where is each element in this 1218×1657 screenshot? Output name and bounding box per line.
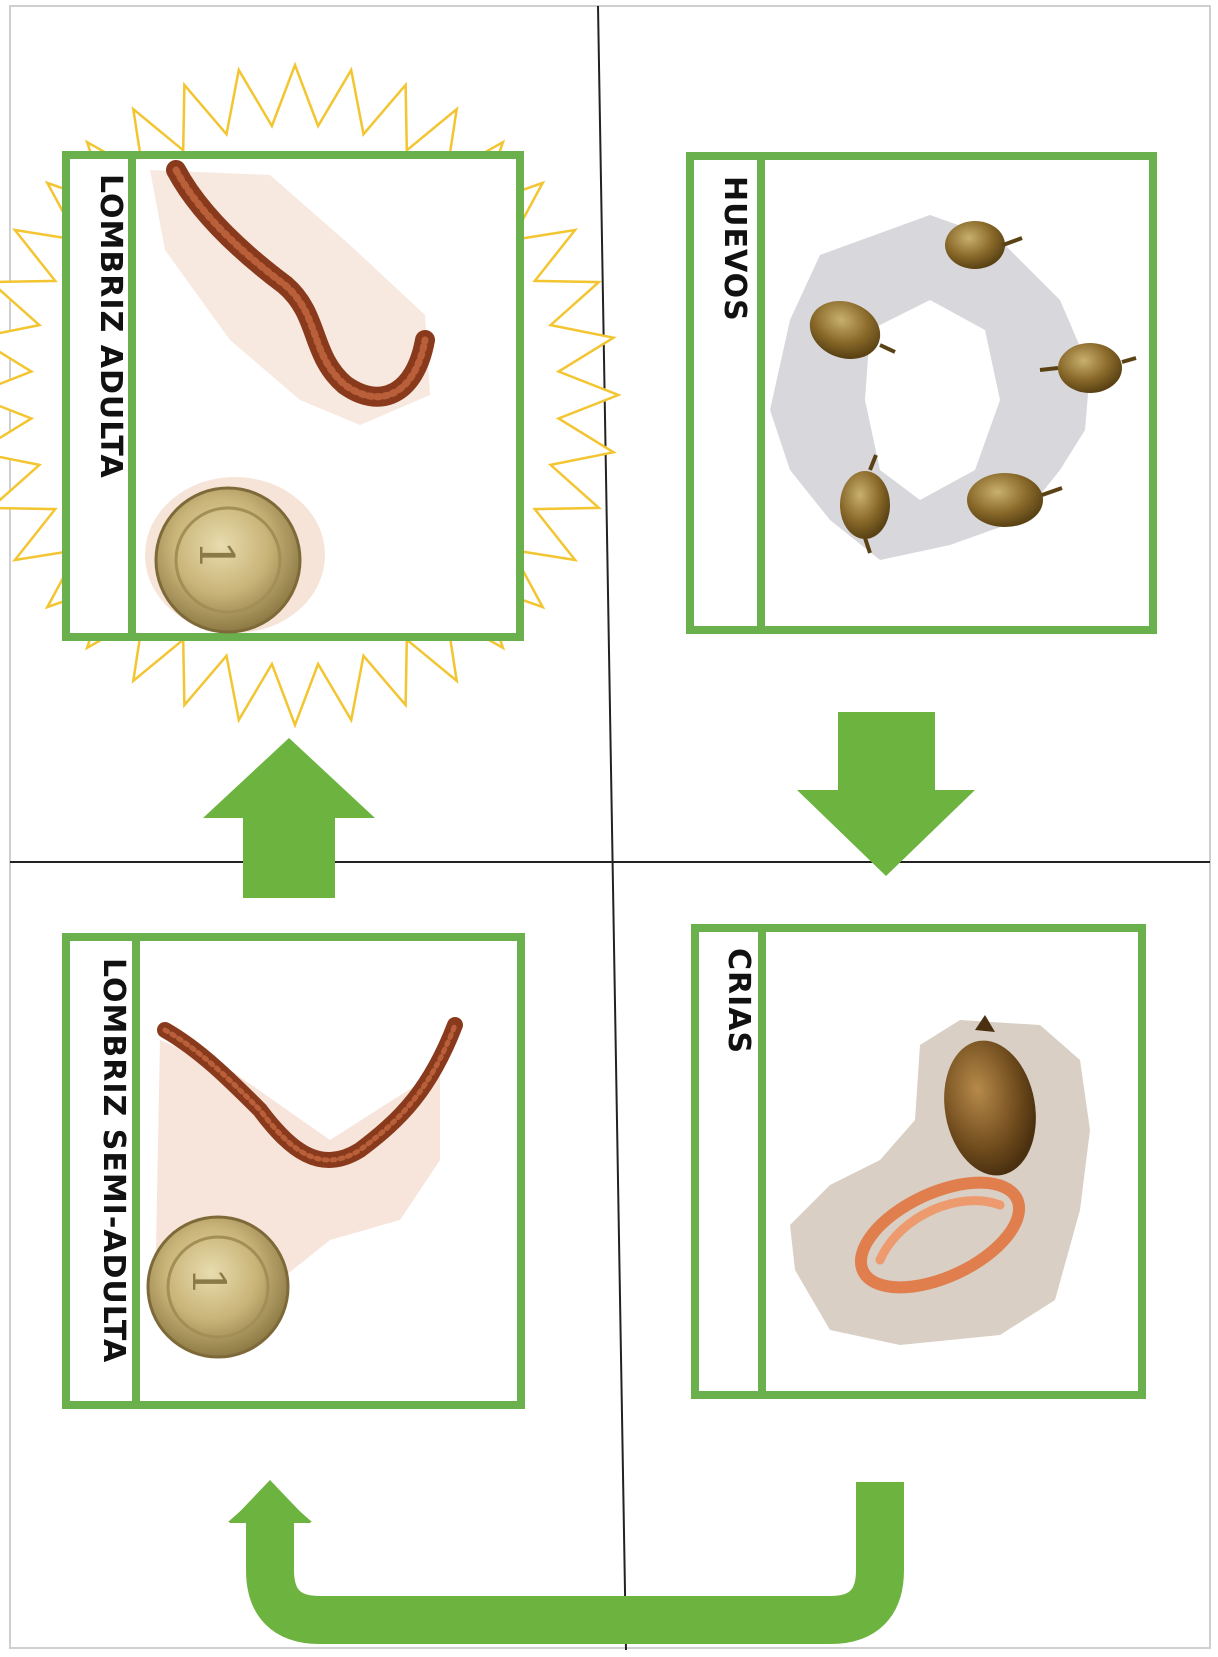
card-lombriz-semi-adulta: 1: [66, 937, 521, 1405]
label-lombriz-semi-adulta: LOMBRIZ SEMI-ADULTA: [91, 958, 131, 1398]
u-turn-arrow-icon: [270, 1482, 880, 1620]
label-huevos: HUEVOS: [712, 176, 752, 616]
coin-numeral: 1: [182, 1267, 236, 1296]
label-lombriz-adulta: LOMBRIZ ADULTA: [88, 174, 128, 624]
arrow-up-icon: [203, 738, 375, 898]
arrow-down-icon: [797, 712, 975, 876]
card-lombriz-adulta: 1: [66, 155, 520, 637]
u-turn-arrowhead-fill: [229, 1480, 311, 1523]
card-huevos: [690, 156, 1153, 630]
coin-numeral: 1: [188, 540, 244, 571]
label-crias: CRIAS: [716, 948, 756, 1378]
divider-vertical: [598, 6, 626, 1650]
card-crias: [695, 928, 1142, 1395]
